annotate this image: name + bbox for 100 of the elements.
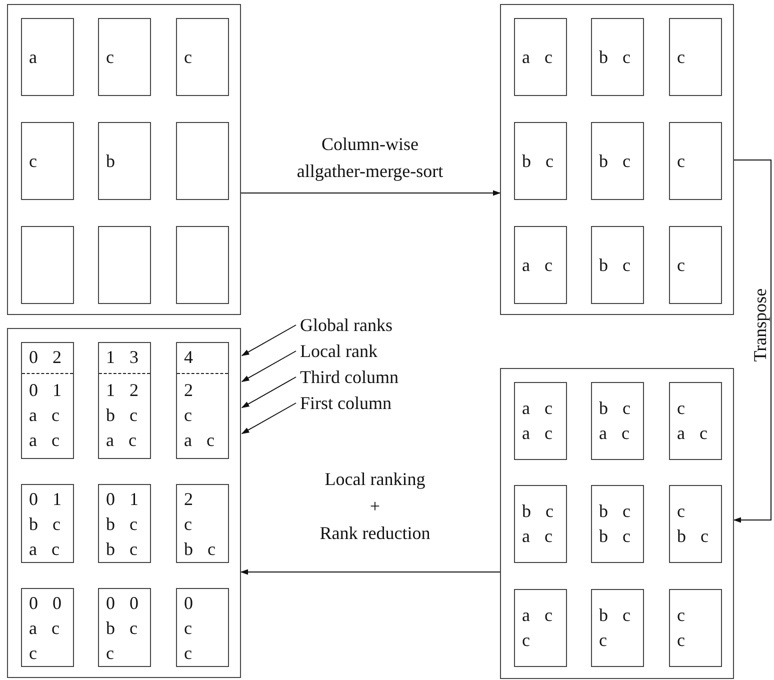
process-cell	[591, 18, 644, 96]
cell-text: c	[105, 46, 115, 68]
process-cell	[98, 484, 151, 563]
grid-panel	[7, 328, 241, 678]
cell-text: c	[28, 642, 38, 665]
cell-text: a c	[105, 429, 138, 452]
cell-text: b c	[598, 500, 632, 523]
cell-text: b c	[598, 46, 632, 68]
process-cell	[98, 588, 151, 667]
leader-arrow	[241, 402, 296, 434]
leader-arrow	[241, 324, 296, 356]
cell-text: a c	[521, 525, 554, 548]
process-cell	[21, 226, 74, 304]
cell-text: b c	[598, 604, 632, 627]
leader-text: First column	[300, 392, 392, 414]
cell-text: 0 2	[22, 345, 73, 374]
cell-text: 2	[183, 379, 194, 402]
cell-text: a	[28, 46, 38, 68]
process-cell	[669, 226, 722, 304]
cell-text: a c	[521, 422, 554, 445]
cell-text: 0	[183, 592, 194, 615]
cell-text: a c	[183, 429, 216, 452]
process-cell	[176, 342, 229, 459]
process-cell	[176, 18, 229, 96]
cell-text: 0 1	[28, 488, 62, 511]
cell-text: c	[676, 500, 686, 523]
cell-text: c	[28, 150, 38, 172]
leader-text: Global ranks	[300, 314, 392, 336]
cell-text: a c	[521, 46, 554, 68]
cell-text: 0 1	[105, 488, 140, 511]
process-cell	[669, 589, 722, 667]
process-cell	[514, 589, 567, 667]
cell-text: c	[676, 397, 686, 420]
cell-text: 0 0	[105, 592, 140, 615]
cell-text: b c	[676, 525, 710, 548]
cell-text: c	[183, 513, 193, 536]
cell-text: b c	[105, 538, 138, 561]
arrow	[733, 160, 772, 523]
process-cell	[514, 226, 567, 304]
cell-text: b c	[598, 254, 632, 276]
process-cell	[98, 18, 151, 96]
cell-text: b c	[28, 513, 62, 536]
cell-text: b c	[105, 513, 138, 536]
process-cell	[98, 122, 151, 200]
cell-text: 2	[183, 488, 194, 511]
cell-text: c	[598, 629, 608, 652]
process-cell	[21, 122, 74, 200]
process-cell	[98, 226, 151, 304]
cell-text: 1 3	[99, 345, 150, 374]
process-cell	[669, 382, 722, 460]
cell-text: 1 2	[105, 379, 140, 402]
grid-panel	[500, 368, 734, 679]
process-cell	[21, 342, 74, 459]
cell-text: a c	[521, 254, 554, 276]
process-cell	[176, 122, 229, 200]
cell-text: c	[183, 642, 193, 665]
cell-text: 0 1	[28, 379, 62, 402]
cell-text: b c	[105, 404, 138, 427]
cell-text: c	[676, 150, 686, 172]
cell-text: 0 0	[28, 592, 62, 615]
process-cell	[669, 485, 722, 563]
cell-text: c	[183, 617, 193, 640]
cell-text: b c	[521, 150, 554, 172]
cell-text: b c	[598, 525, 632, 548]
cell-text: a c	[676, 422, 708, 445]
arrow	[240, 190, 501, 196]
process-cell	[176, 226, 229, 304]
cell-text: c	[183, 46, 193, 68]
grid-panel	[500, 4, 734, 315]
arrow	[240, 569, 500, 575]
process-cell	[176, 588, 229, 667]
cell-text: c	[676, 254, 686, 276]
cell-text: c	[676, 629, 686, 652]
process-cell	[514, 382, 567, 460]
leader-text: Third column	[300, 366, 398, 388]
process-cell	[591, 589, 644, 667]
process-cell	[591, 382, 644, 460]
process-cell	[21, 18, 74, 96]
process-cell	[21, 588, 74, 667]
cell-text: c	[521, 629, 531, 652]
cell-text: b c	[598, 397, 632, 420]
cell-text: b c	[521, 500, 554, 523]
process-cell	[176, 484, 229, 563]
process-cell	[21, 484, 74, 563]
leader-arrow	[241, 376, 296, 408]
process-cell	[514, 18, 567, 96]
leader-arrow	[241, 350, 296, 382]
cell-text: a c	[521, 397, 554, 420]
cell-text: c	[676, 46, 686, 68]
cell-text: b	[105, 150, 116, 172]
cell-text: c	[105, 642, 115, 665]
grid-panel	[7, 4, 241, 315]
process-cell	[514, 122, 567, 200]
cell-text: a c	[521, 604, 554, 627]
process-cell	[669, 18, 722, 96]
process-cell	[514, 485, 567, 563]
cell-text: a c	[28, 404, 60, 427]
process-cell	[98, 342, 151, 459]
cell-text: 4	[177, 345, 228, 374]
cell-text: a c	[598, 422, 630, 445]
